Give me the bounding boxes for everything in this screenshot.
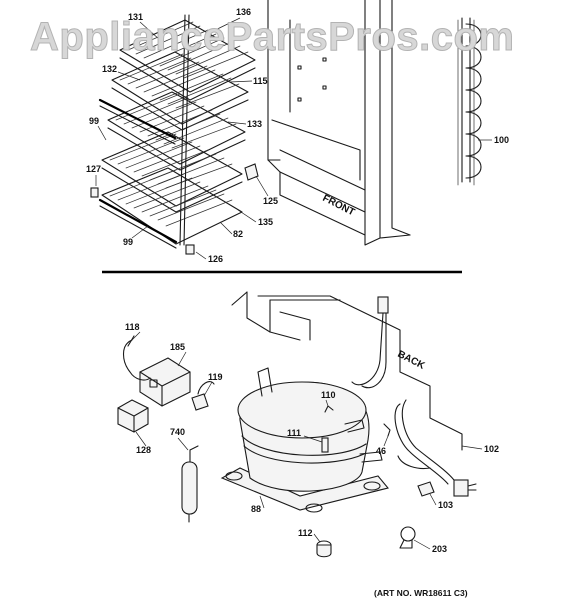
clamp-203 (399, 526, 416, 549)
callout-128: 128 (136, 445, 151, 455)
callout-135: 135 (258, 217, 273, 227)
callout-131: 131 (128, 12, 143, 22)
clip-125 (244, 163, 259, 181)
watermark-text: AppliancePartsPros.com (30, 15, 515, 59)
callout-136: 136 (236, 7, 251, 17)
cord-119 (191, 381, 215, 411)
callout-119: 119 (208, 372, 223, 382)
drier-740 (181, 445, 199, 523)
callout-82: 82 (233, 229, 243, 239)
callout-132: 132 (102, 64, 117, 74)
cabinet-interior (267, 0, 411, 246)
compressor-88 (220, 367, 389, 513)
callout-100: 100 (494, 135, 509, 145)
callouts-top: 131 136 132 115 99 133 127 125 135 82 99… (86, 7, 509, 264)
wire-shelves (90, 14, 259, 255)
callout-118: 118 (125, 322, 140, 332)
callout-115: 115 (253, 76, 268, 86)
front-label: FRONT (321, 193, 357, 218)
callout-46: 46 (376, 446, 386, 456)
capacitor-128 (117, 399, 149, 433)
trim-strip-99-lower (98, 198, 178, 244)
screw-46 (383, 423, 391, 437)
callout-126: 126 (208, 254, 223, 264)
cabinet-back (231, 291, 463, 451)
callout-125: 125 (263, 196, 278, 206)
callout-112: 112 (298, 528, 313, 538)
callout-99-lower: 99 (123, 237, 133, 247)
callout-127: 127 (86, 164, 101, 174)
callout-740: 740 (170, 427, 185, 437)
shelf-82 (101, 167, 243, 245)
evaporator-coil-100 (457, 17, 482, 186)
callout-133: 133 (247, 119, 262, 129)
cord-bracket (351, 296, 389, 389)
grommet-112 (316, 540, 332, 558)
callout-185: 185 (170, 342, 185, 352)
clip-126 (185, 244, 195, 255)
shelf-131 (119, 19, 256, 101)
clip-103 (417, 481, 435, 497)
callout-88: 88 (251, 504, 261, 514)
harness-102 (394, 399, 477, 497)
relay-overload-185 (122, 335, 191, 407)
art-number: (ART NO. WR18611 C3) (374, 588, 468, 598)
callouts-bottom: 118 185 119 110 128 740 111 46 102 88 10… (125, 322, 499, 554)
callout-111: 111 (287, 428, 301, 438)
clip-127 (90, 187, 99, 198)
trim-strip-99-upper (98, 98, 177, 140)
shelf-135 (101, 131, 243, 213)
callout-110: 110 (321, 390, 336, 400)
callout-99-upper: 99 (89, 116, 99, 126)
callout-103: 103 (438, 500, 453, 510)
callout-102: 102 (484, 444, 499, 454)
callout-203: 203 (432, 544, 447, 554)
